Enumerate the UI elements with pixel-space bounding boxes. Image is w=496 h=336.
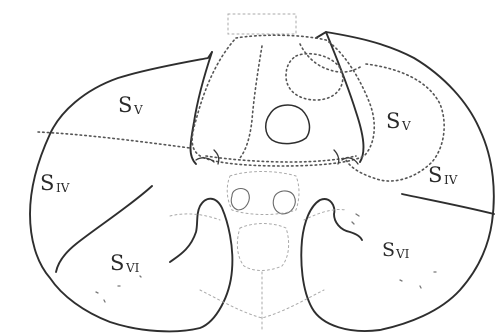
- label-right-middle: S IV: [428, 163, 458, 187]
- svg-text:S: S: [428, 163, 442, 187]
- svg-text:S: S: [110, 251, 124, 275]
- inner-division-left: [240, 46, 262, 158]
- svg-text:VI: VI: [125, 261, 140, 275]
- esophagus: [231, 189, 249, 210]
- rib-left: [170, 214, 220, 220]
- spinal-canal: [237, 224, 288, 271]
- pericardium-bottom: [206, 156, 356, 162]
- right-lung-medial-edge: [326, 32, 363, 162]
- svg-text:VI: VI: [395, 247, 410, 261]
- descending-aorta: [273, 191, 295, 214]
- svg-text:V: V: [133, 103, 143, 117]
- svg-text:IV: IV: [444, 173, 458, 187]
- inner-division-right: [300, 44, 362, 72]
- sternum-outline: [228, 14, 296, 34]
- svg-text:S: S: [40, 171, 54, 195]
- svg-text:S: S: [382, 239, 395, 261]
- hilum-right: [334, 150, 358, 164]
- svg-text:S: S: [386, 109, 400, 133]
- left-oblique-fissure: [56, 186, 152, 272]
- label-right-posterior: S VI: [382, 239, 410, 261]
- svg-text:IV: IV: [56, 181, 70, 195]
- left-horizontal-fissure: [38, 132, 190, 148]
- right-oblique-fissure: [402, 194, 494, 214]
- label-left-middle: S IV: [40, 171, 70, 195]
- label-right-anterior: S V: [386, 109, 411, 133]
- vertebral-body: [227, 172, 299, 215]
- mediastinum-outline: [192, 35, 374, 166]
- svg-text:V: V: [401, 119, 411, 133]
- speckles-left: [96, 276, 141, 302]
- heart-chamber: [266, 105, 310, 144]
- right-lung-outline: [301, 32, 494, 331]
- aorta-outline: [286, 54, 343, 100]
- svg-text:S: S: [118, 93, 132, 117]
- label-left-posterior: S VI: [110, 251, 140, 275]
- label-left-anterior: S V: [118, 93, 143, 117]
